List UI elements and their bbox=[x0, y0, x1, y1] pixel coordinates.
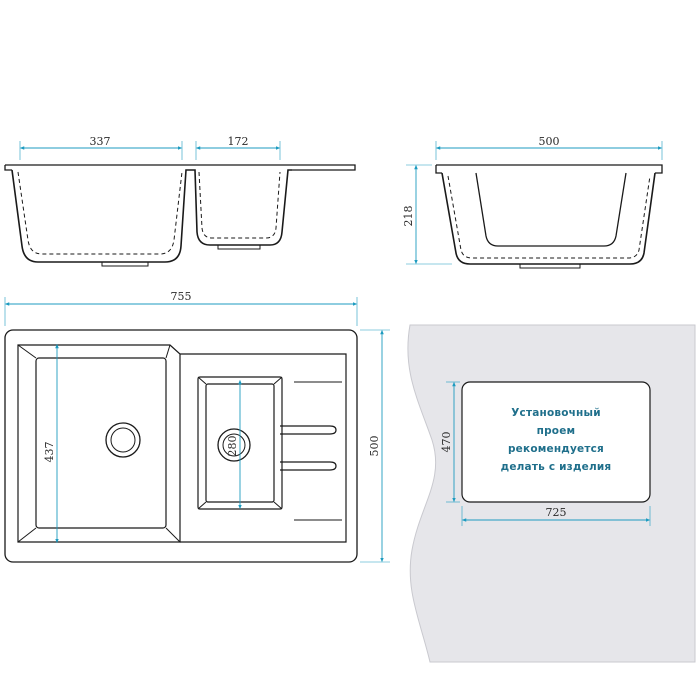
dimension-label: 500 bbox=[539, 135, 560, 148]
note-line: делать с изделия bbox=[501, 461, 612, 473]
cutout-opening bbox=[461, 381, 651, 503]
dimension-label: 470 bbox=[440, 432, 453, 453]
note-line: рекомендуется bbox=[508, 443, 604, 455]
front-section-view bbox=[4, 164, 356, 267]
dimension-label: 172 bbox=[228, 135, 249, 148]
dimension-label: 337 bbox=[90, 135, 111, 148]
dimension-725: 725 bbox=[461, 506, 651, 526]
dimension-label: 280 bbox=[226, 436, 239, 457]
dimension-470: 470 bbox=[440, 381, 460, 503]
dimension-500-top: 500 bbox=[435, 135, 663, 160]
dimension-755: 755 bbox=[4, 290, 358, 326]
dimension-500-right: 500 bbox=[360, 329, 390, 563]
dimension-172: 172 bbox=[195, 135, 281, 160]
dimension-label: 725 bbox=[546, 506, 567, 519]
countertop-cutout-view: Установочный проем рекомендуется делать … bbox=[407, 324, 696, 663]
dimension-label: 755 bbox=[171, 290, 192, 303]
dimension-label: 500 bbox=[368, 436, 381, 457]
note-line: проем bbox=[537, 425, 576, 437]
plan-view bbox=[4, 329, 358, 563]
dimension-337: 337 bbox=[19, 135, 183, 160]
dimension-label: 437 bbox=[43, 442, 56, 463]
dimension-label: 218 bbox=[402, 206, 415, 227]
dimension-280: 280 bbox=[226, 379, 242, 510]
dimension-437: 437 bbox=[43, 343, 59, 544]
note-line: Установочный bbox=[511, 407, 601, 419]
side-section-view bbox=[435, 164, 663, 269]
dimension-218: 218 bbox=[402, 164, 452, 265]
